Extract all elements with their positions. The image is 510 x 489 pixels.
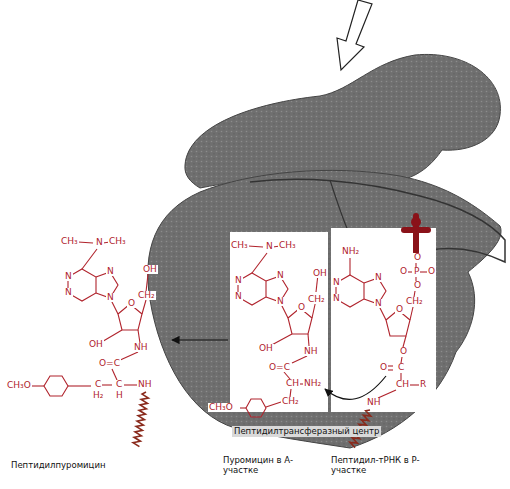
- atom-label: N: [374, 299, 383, 308]
- dimethylamino-bond: [78, 242, 110, 269]
- trna-symbol: [411, 217, 421, 227]
- atom-label: N: [276, 297, 285, 306]
- atom-label: O: [297, 303, 306, 312]
- atom-label: CH: [285, 379, 300, 388]
- atom-label: OH: [142, 265, 158, 274]
- atom-label: CH₃O: [208, 403, 234, 412]
- atom-label: O: [395, 305, 404, 314]
- atom-label: N: [374, 273, 383, 282]
- atom-label: CH₃: [278, 241, 297, 250]
- atom-label: N: [234, 276, 243, 285]
- atom-label: O: [399, 267, 408, 276]
- atom-label: OH: [258, 344, 274, 353]
- atom-label: N: [276, 271, 285, 280]
- peptide-chain: [133, 392, 148, 447]
- atom-label: N: [64, 288, 73, 297]
- atom-label: NH: [133, 343, 149, 352]
- atom-label: N: [265, 242, 274, 251]
- trna-symbol: [404, 216, 428, 252]
- nucleoside-ring: [68, 269, 142, 330]
- atom-label: H₂: [92, 391, 104, 400]
- atom-label: N: [332, 278, 341, 287]
- atom-label: H: [115, 391, 124, 400]
- atom-label: OH: [88, 340, 104, 349]
- atom-label: N: [106, 293, 115, 302]
- atom-label: N: [95, 238, 104, 247]
- atom-label: O: [379, 363, 388, 372]
- atom-label: O: [413, 253, 422, 262]
- atom-label: O: [127, 299, 136, 308]
- atom-label: CH₃: [60, 237, 79, 246]
- entry-arrow: [337, 0, 372, 70]
- atom-label: R: [419, 380, 427, 389]
- atom-label: C: [94, 380, 102, 389]
- atom-label: N: [106, 267, 115, 276]
- atom-label: CH₂: [137, 291, 156, 300]
- dimethylamino-bond: [248, 246, 280, 273]
- atom-label: O: [427, 267, 436, 276]
- atom-label: CH₂: [281, 397, 300, 406]
- atom-label: O: [413, 281, 422, 290]
- atom-label: NH: [303, 347, 319, 356]
- nucleoside-ring: [336, 275, 410, 336]
- atom-label: CH₂: [405, 297, 424, 306]
- atom-label: P: [413, 267, 420, 276]
- chemical-bonds: [32, 258, 427, 417]
- atom-label: CH: [395, 380, 410, 389]
- atom-label: N: [64, 272, 73, 281]
- atom-label: NH₂: [303, 379, 322, 388]
- large-subunit: [148, 170, 501, 448]
- nucleoside-ring: [238, 273, 312, 334]
- transfer-arrow: [325, 376, 386, 399]
- atom-label: O: [399, 347, 408, 356]
- caption-label: Пуромицин в А-участке: [222, 455, 304, 477]
- atom-label: CH₃: [230, 241, 249, 250]
- atom-label: NH₂: [341, 247, 360, 256]
- atom-label: C: [115, 380, 123, 389]
- atom-label: O=C: [98, 359, 121, 368]
- atom-label: NH: [366, 398, 382, 407]
- atom-label: OH: [312, 269, 328, 278]
- caption-label: Пептидилтрансферазный центр: [232, 426, 381, 437]
- atom-label: CH₂: [307, 295, 326, 304]
- a-site-panel: [230, 232, 328, 412]
- p-site-panel: [331, 228, 436, 412]
- atom-label: N: [234, 292, 243, 301]
- atom-label: CH₃: [108, 237, 127, 246]
- caption-label: Пептидил-тРНК в Р-участке: [330, 455, 424, 477]
- atom-label: N: [332, 294, 341, 303]
- atom-label: CH₃O: [6, 381, 32, 390]
- small-subunit: [185, 54, 501, 188]
- atom-label: C: [397, 363, 405, 372]
- release-arrow: [172, 339, 228, 340]
- atom-label: NH: [137, 380, 153, 389]
- caption-label: Пептидилпуромицин: [10, 460, 106, 472]
- atom-label: O=C: [268, 363, 291, 372]
